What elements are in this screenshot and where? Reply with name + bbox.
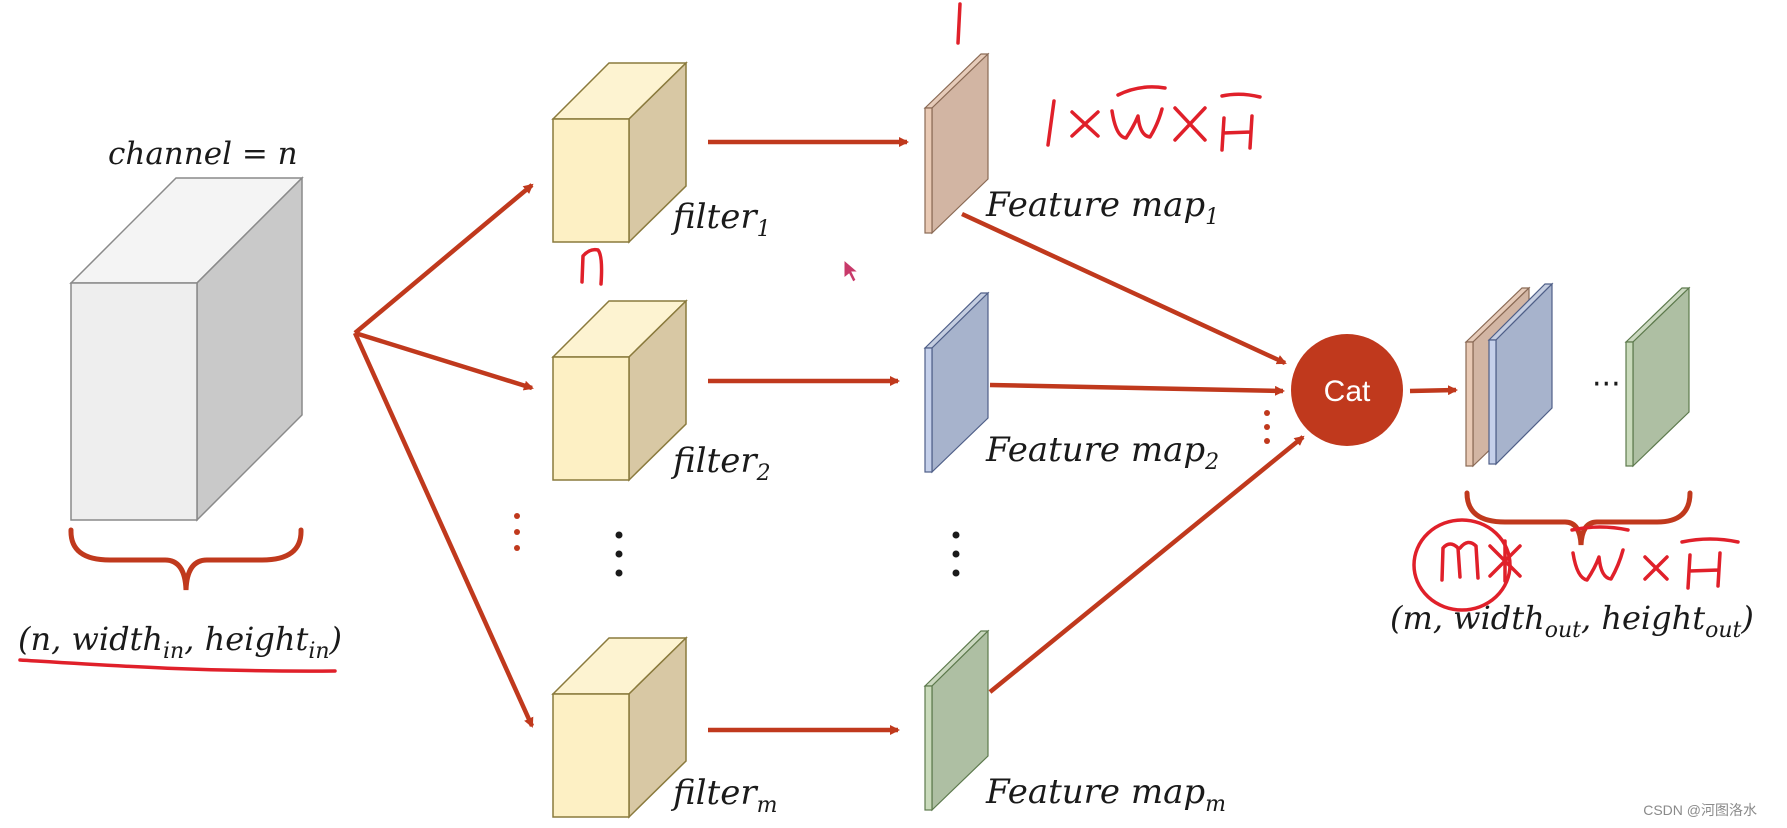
output-slab-m <box>1624 286 1691 468</box>
feature-map-ellipsis <box>952 531 960 577</box>
channel-label: channel = n <box>108 136 298 172</box>
input-brace <box>68 527 304 591</box>
feature-map-label-1: Feature map1 <box>985 185 1219 230</box>
arrow-ellipsis <box>514 513 520 551</box>
input-shape-label: (n, widthin, heightin) <box>18 620 342 664</box>
cursor-icon <box>843 258 860 283</box>
output-slab-2 <box>1487 282 1554 466</box>
cat-arrow-1 <box>961 211 1287 366</box>
handwritten-shape-annotation-out <box>1412 518 1740 612</box>
feature-map-slab-2 <box>923 291 990 474</box>
input-cube <box>69 176 304 522</box>
filter-cube-2 <box>551 299 688 482</box>
fan-arrow-m <box>352 332 535 728</box>
filter-label-2: filter2 <box>670 441 771 486</box>
input-underline-annotation <box>18 658 337 673</box>
fan-arrow-2 <box>354 330 534 391</box>
filter-label-1: filter1 <box>670 197 771 242</box>
feature-map-slab-1 <box>923 52 990 235</box>
cat-arrow-m <box>988 435 1305 694</box>
feature-map-label-m: Feature mapm <box>985 772 1226 817</box>
output-brace <box>1464 490 1693 546</box>
feature-map-label-2: Feature map2 <box>985 430 1219 475</box>
cat-arrow-2 <box>989 382 1285 396</box>
cat-output-arrow <box>1409 385 1458 396</box>
feature-map-slab-m <box>923 629 990 812</box>
handwritten-n-filter <box>580 247 604 286</box>
filter-label-m: filterm <box>670 773 777 818</box>
filter-cube-1 <box>551 61 688 244</box>
handwritten-shape-annotation-1 <box>1046 85 1262 152</box>
filter-ellipsis <box>615 531 623 577</box>
watermark: CSDN @河图洛水 <box>1643 802 1757 818</box>
cat-node <box>1291 334 1403 446</box>
handwritten-one-top <box>956 2 962 45</box>
cat-input-ellipsis <box>1264 410 1270 444</box>
cat-label: Cat <box>1324 375 1371 408</box>
fan-arrow-1 <box>353 183 534 335</box>
output-dots: ··· <box>1592 367 1621 402</box>
output-shape-label: (m, widthout, heightout) <box>1390 599 1754 643</box>
filter-cube-m <box>551 636 688 819</box>
